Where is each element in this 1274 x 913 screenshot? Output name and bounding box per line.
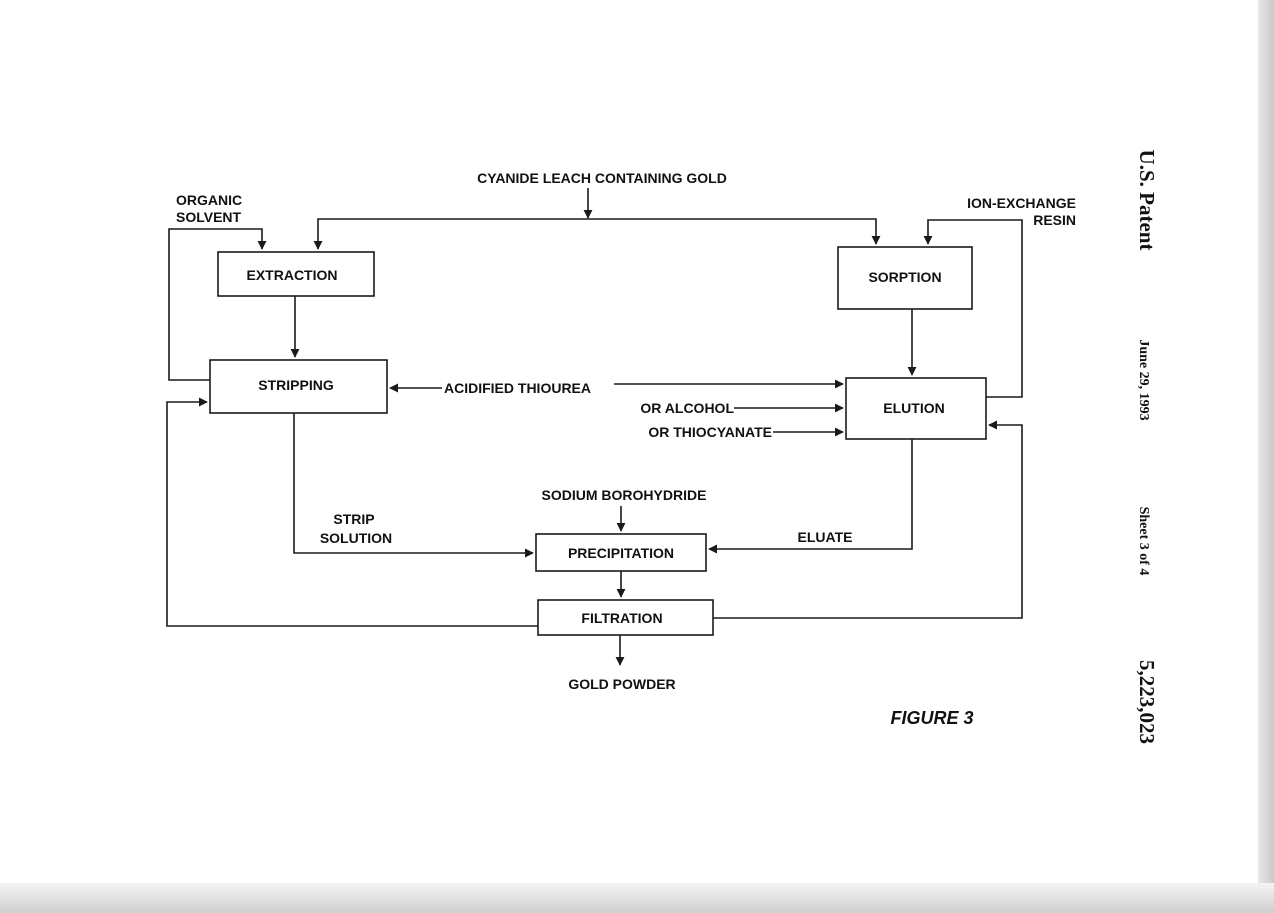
cyanide-leach-label: CYANIDE LEACH CONTAINING GOLD — [477, 170, 727, 186]
scan-bottom-shadow — [0, 883, 1274, 913]
precipitation-box: PRECIPITATION — [536, 534, 706, 571]
ion-exchange-label-2: RESIN — [1033, 212, 1076, 228]
organic-solvent-label-1: ORGANIC — [176, 192, 242, 208]
or-thiocyanate-label: OR THIOCYANATE — [648, 424, 772, 440]
filtrate-to-elution-arrow — [713, 425, 1022, 618]
sorption-label: SORPTION — [868, 269, 941, 285]
extraction-label: EXTRACTION — [247, 267, 338, 283]
ion-exchange-label-1: ION-EXCHANGE — [967, 195, 1076, 211]
or-alcohol-label: OR ALCOHOL — [640, 400, 734, 416]
scan-edge-shadow — [1258, 0, 1274, 913]
organic-solvent-label-2: SOLVENT — [176, 209, 242, 225]
gold-powder-label: GOLD POWDER — [568, 676, 675, 692]
eluate-label: ELUATE — [798, 529, 853, 545]
elution-label: ELUTION — [883, 400, 944, 416]
leach-to-sorption-arrow — [588, 219, 876, 244]
sodium-borohydride-label: SODIUM BOROHYDRIDE — [542, 487, 707, 503]
patent-date: June 29, 1993 — [1136, 339, 1151, 420]
strip-solution-label-2: SOLUTION — [320, 530, 392, 546]
sorption-box: SORPTION — [838, 247, 972, 309]
extraction-box: EXTRACTION — [218, 252, 374, 296]
patent-sheet: Sheet 3 of 4 — [1136, 507, 1151, 576]
precipitation-label: PRECIPITATION — [568, 545, 674, 561]
strip-solution-label-1: STRIP — [333, 511, 374, 527]
leach-to-extraction-arrow — [318, 219, 588, 249]
figure-caption: FIGURE 3 — [890, 708, 973, 728]
filtration-box: FILTRATION — [538, 600, 713, 635]
elution-box: ELUTION — [846, 378, 986, 439]
stripping-box: STRIPPING — [210, 360, 387, 413]
filtration-label: FILTRATION — [581, 610, 662, 626]
stripping-label: STRIPPING — [258, 377, 334, 393]
acidified-thiourea-label: ACIDIFIED THIOUREA — [444, 380, 591, 396]
patent-number: 5,223,023 — [1135, 660, 1159, 744]
patent-title: U.S. Patent — [1135, 150, 1159, 251]
